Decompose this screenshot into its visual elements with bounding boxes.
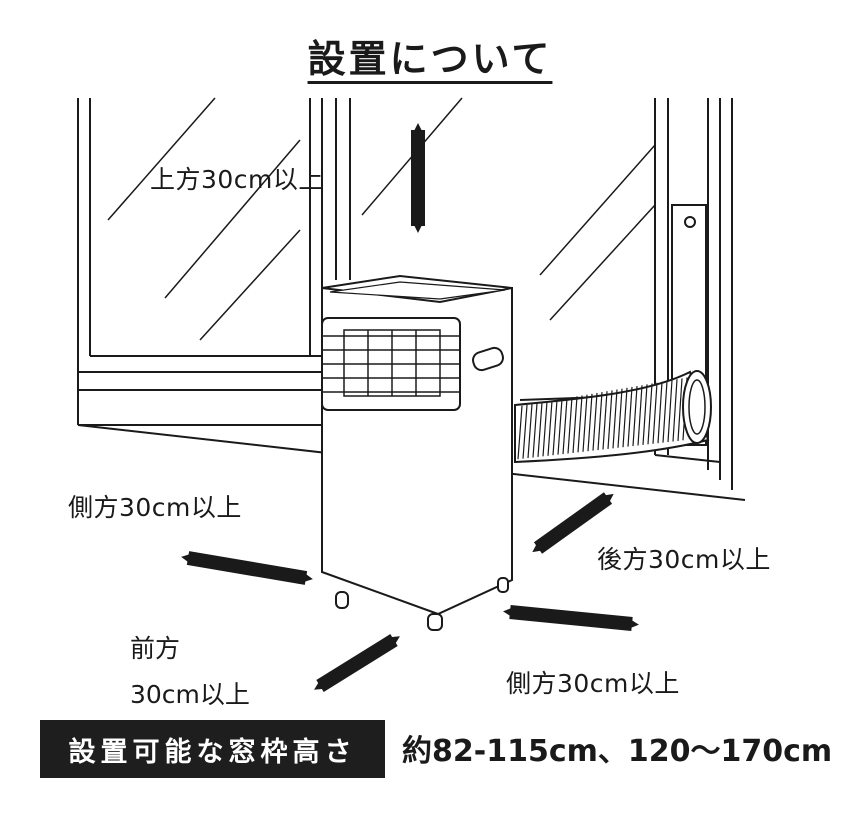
hose-rib	[622, 387, 628, 448]
hose-rib	[567, 397, 573, 454]
hose-rib	[572, 396, 578, 453]
hose-rib	[627, 386, 633, 447]
hose-rib	[582, 394, 588, 452]
hose-rib	[547, 400, 553, 456]
hose-rib	[602, 391, 608, 450]
hose-rib	[592, 392, 598, 451]
hose-rib	[532, 403, 538, 458]
hose-rib	[677, 378, 683, 441]
right-clearance-arrow	[503, 605, 639, 631]
hose-rib	[662, 380, 668, 443]
hose-rib	[557, 398, 563, 455]
glass-reflections	[107, 97, 656, 341]
hose-rib	[632, 386, 638, 447]
hose-rib	[652, 382, 658, 444]
window-height-badge: 設置可能な窓枠高さ	[40, 720, 385, 778]
hose-rib	[672, 379, 678, 442]
hose-rib	[577, 395, 583, 453]
side-clearance-label-left: 側方30cm以上	[68, 493, 242, 522]
hose-rib	[517, 405, 523, 460]
clearance-arrows	[181, 123, 639, 692]
hose-rib	[562, 398, 568, 455]
back-clearance-arrow	[532, 492, 614, 554]
hose-rib	[642, 384, 648, 445]
hose-rib	[552, 399, 558, 456]
hose-rib	[522, 404, 528, 459]
hose-rib	[617, 388, 623, 448]
page-title: 設置について	[307, 37, 553, 81]
front-clearance-label: 前方 30cm以上	[130, 626, 250, 718]
window-height-value: 約82-115cm、120〜170cm	[402, 734, 833, 769]
left-clearance-arrow	[181, 551, 313, 585]
air-conditioner-unit	[321, 274, 513, 631]
hose-rib	[542, 401, 548, 457]
hose-rib	[537, 402, 543, 457]
hose-rib	[527, 404, 533, 459]
front-clearance-label-line2: 30cm以上	[130, 680, 250, 709]
front-clearance-label-line1: 前方	[130, 634, 181, 663]
hose-rib	[597, 392, 603, 451]
top-clearance-label: 上方30cm以上	[150, 165, 324, 194]
window-frame	[77, 98, 746, 501]
hose-rib	[647, 383, 653, 445]
hose-rib	[667, 380, 673, 443]
hose-rib	[607, 390, 613, 449]
front-clearance-arrow	[314, 634, 400, 692]
back-clearance-label: 後方30cm以上	[597, 545, 771, 574]
exhaust-hose	[514, 370, 712, 464]
side-clearance-label-right: 側方30cm以上	[506, 669, 680, 698]
hose-rib	[587, 393, 593, 452]
hose-rib	[637, 385, 643, 446]
hose-rib	[657, 381, 663, 444]
hose-rib	[612, 389, 618, 449]
